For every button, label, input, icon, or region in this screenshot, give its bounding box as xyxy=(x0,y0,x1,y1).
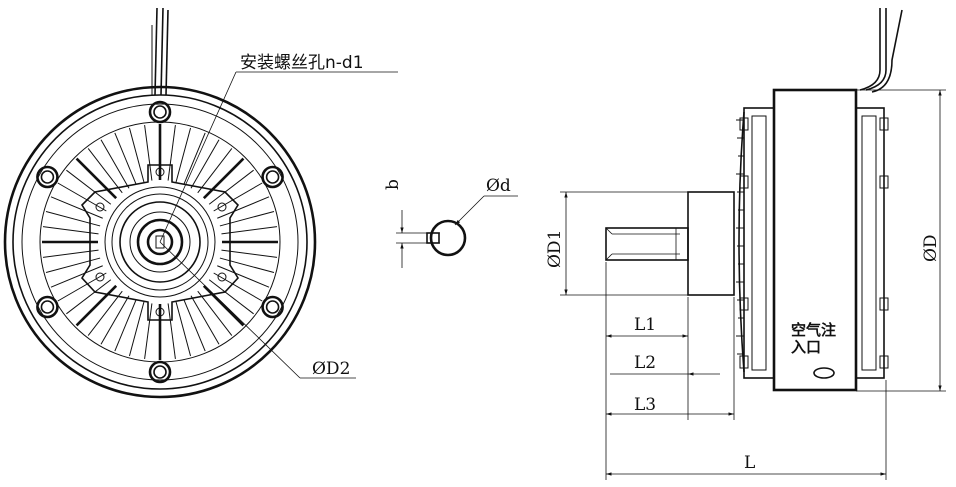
fin-line xyxy=(183,132,206,185)
fin-line xyxy=(208,169,254,205)
fin-line xyxy=(45,257,101,274)
mount-hole-label: 安装螺丝孔n-d1 xyxy=(240,53,364,73)
fin-line xyxy=(144,124,153,181)
body-ring xyxy=(21,103,299,381)
mount-hole xyxy=(40,300,55,314)
fin-line xyxy=(208,279,254,315)
fin-line xyxy=(57,272,107,302)
outer-ring xyxy=(3,85,317,399)
mount-hole xyxy=(265,170,280,184)
fin-line xyxy=(190,295,220,345)
shaft-outer xyxy=(136,218,184,266)
mount-hole xyxy=(36,165,59,189)
fin-line xyxy=(183,299,206,352)
radial-fins xyxy=(42,124,278,360)
b-label: b xyxy=(383,179,403,190)
air-inlet-port xyxy=(813,367,835,379)
fin-line xyxy=(213,272,263,302)
side-lead-wires xyxy=(859,8,903,93)
hub-ring-3 xyxy=(119,201,201,283)
fin-line xyxy=(50,196,103,219)
fin-line xyxy=(50,265,103,288)
shaft-bore xyxy=(146,228,174,256)
mount-hole xyxy=(265,300,280,314)
fin-line xyxy=(114,132,137,185)
mount-hole xyxy=(261,165,284,189)
fin-line xyxy=(57,182,107,212)
hub-plate xyxy=(80,164,240,321)
hub-ring-4 xyxy=(129,211,191,273)
mount-hole xyxy=(261,295,284,319)
fin-line xyxy=(190,139,220,189)
fin-line xyxy=(197,148,233,194)
fin-line xyxy=(128,301,145,357)
fin-line xyxy=(128,127,145,183)
shaft-keyway xyxy=(155,235,165,249)
d2-label: ØD2 xyxy=(312,359,350,379)
side-bolts xyxy=(739,117,889,369)
fin-line xyxy=(87,148,123,194)
fin-line xyxy=(114,299,137,352)
fin-line xyxy=(202,157,245,200)
fin-line xyxy=(100,139,130,189)
hub-ring xyxy=(104,186,216,298)
front-lead-wires xyxy=(151,7,169,96)
mount-hole xyxy=(36,295,59,319)
side-hub xyxy=(687,191,735,296)
fin-line xyxy=(75,284,118,327)
L3-label: L3 xyxy=(634,395,656,415)
d-label: Ød xyxy=(486,176,511,196)
side-right-plate xyxy=(855,107,885,379)
fin-line xyxy=(87,290,123,336)
air-inlet-label-1: 空气注 xyxy=(791,321,836,339)
fin-line xyxy=(197,290,233,336)
shaft-section-view: b Ød xyxy=(383,176,518,268)
front-view: 安装螺丝孔n-d1 ØD2 xyxy=(3,7,398,399)
air-inlet-label-2: 入口 xyxy=(791,338,821,356)
hub-screws xyxy=(95,167,227,317)
fin-line xyxy=(217,196,270,219)
fin-line xyxy=(202,284,245,327)
fin-line xyxy=(219,210,275,227)
mount-hole xyxy=(148,100,172,124)
fin-line xyxy=(167,124,176,181)
d1-label: ØD1 xyxy=(545,230,565,268)
mount-hole xyxy=(40,170,55,184)
fin-line xyxy=(66,169,112,205)
mounting-holes xyxy=(36,100,284,384)
side-fin-stack xyxy=(736,111,745,373)
outer-ring-inner xyxy=(12,94,308,390)
L1-label: L1 xyxy=(634,315,656,335)
side-left-plate xyxy=(743,107,775,379)
fin-line xyxy=(219,257,275,274)
fin-line xyxy=(45,210,101,227)
L-label: L xyxy=(744,453,755,473)
mount-hole xyxy=(153,105,167,119)
fin-line xyxy=(175,127,192,183)
mount-hole xyxy=(153,365,167,379)
fin-line xyxy=(75,157,118,200)
fin-line xyxy=(144,303,153,360)
mount-hole xyxy=(148,360,172,384)
shaft-section-key xyxy=(426,232,440,244)
fin-line xyxy=(217,265,270,288)
side-fin-outline xyxy=(738,111,745,373)
fin-line xyxy=(66,279,112,315)
d2-leader xyxy=(159,241,301,379)
side-view: 空气注 入口 ØD1 ØD L1 L2 L3 L xyxy=(545,8,946,480)
fin-line xyxy=(167,303,176,360)
fin-line xyxy=(213,182,263,212)
fin-line xyxy=(175,301,192,357)
hub-ring-2 xyxy=(111,193,209,291)
fin-line xyxy=(100,295,130,345)
shaft-section-circle xyxy=(429,219,467,257)
L2-label: L2 xyxy=(634,353,656,373)
mount-hole-leader xyxy=(159,71,237,243)
D-label: ØD xyxy=(921,234,941,262)
